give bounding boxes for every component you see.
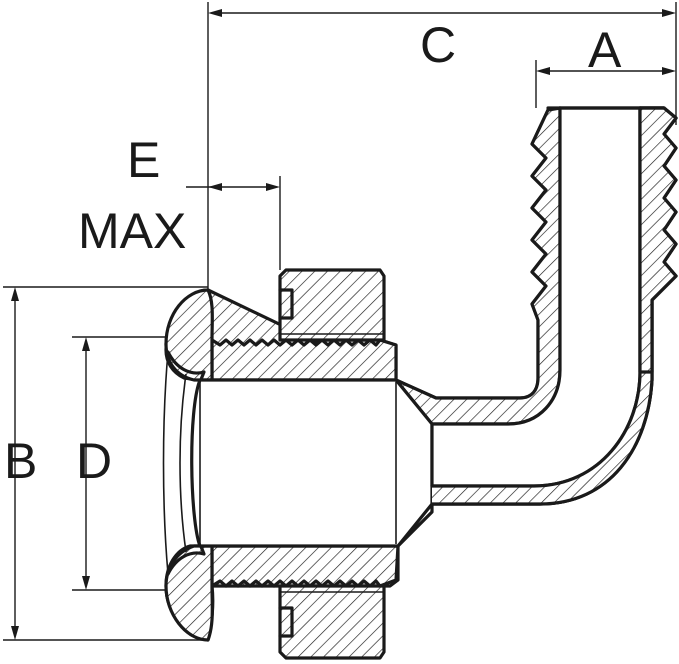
bore-chamfer-inner [179,373,187,553]
upper-thread-band [210,338,398,382]
bore-outline [190,378,434,548]
elbow-inner-line [430,106,642,488]
nut-upper-notch [278,288,294,320]
label-d: D [76,433,112,489]
dimension-e [186,176,281,270]
label-e-max: MAX [78,203,186,259]
label-a: A [588,22,622,78]
bore-chamfer-left [162,351,169,575]
label-b: B [4,433,37,489]
label-e: E [127,132,160,188]
dimension-b [3,286,208,641]
nut-lower-notch [278,606,294,638]
elbow-outer-line [430,274,678,506]
lower-thread-band [210,544,400,588]
lower-flange-lip [166,542,206,576]
dimension-a [535,60,676,108]
dimension-c [207,2,677,290]
nut-upper [278,268,386,342]
upper-flange-lip [166,350,206,384]
upper-flange [164,288,214,382]
barb-right-serrations [638,106,678,374]
lower-flange [164,544,214,642]
nut-lower [278,584,386,660]
label-c: C [420,17,456,73]
